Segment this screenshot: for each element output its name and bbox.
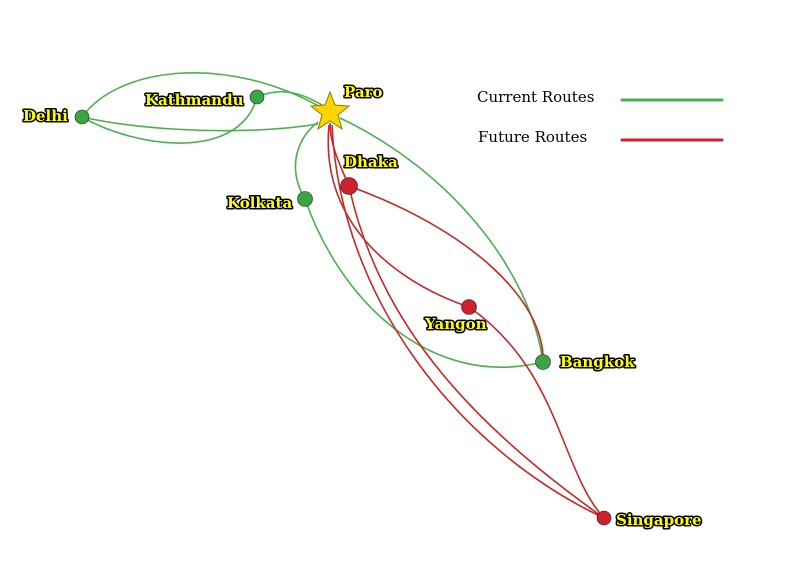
city-labels: Delhi Kathmandu Kolkata Bangkok Dhaka Ya…: [22, 82, 704, 531]
route-delhi-kathmandu: [81, 96, 258, 144]
legend-future-label: Future Routes: [478, 128, 587, 146]
hub-star-icon[interactable]: [309, 90, 351, 131]
city-markers: [74, 89, 612, 526]
label-singapore: Singapore: [616, 511, 702, 529]
route-yangon-paro: [327, 124, 470, 308]
marker-delhi[interactable]: [74, 109, 90, 125]
label-dhaka: Dhaka: [344, 153, 398, 171]
label-bangkok: Bangkok: [560, 353, 635, 371]
future-routes: [327, 122, 605, 519]
marker-singapore[interactable]: [596, 510, 612, 526]
marker-kolkata[interactable]: [297, 191, 313, 207]
route-dhaka-singapore: [348, 185, 605, 519]
label-kathmandu: Kathmandu: [145, 91, 244, 109]
label-delhi: Delhi: [23, 107, 68, 125]
marker-kathmandu[interactable]: [249, 89, 265, 105]
route-bangkok-paro: [339, 117, 544, 363]
label-yangon: Yangon: [424, 315, 487, 333]
label-paro: Paro: [344, 83, 383, 101]
route-singapore-paro: [331, 124, 605, 519]
route-delhi-paro-upper: [81, 72, 323, 118]
label-kolkata: Kolkata: [227, 194, 292, 212]
marker-yangon[interactable]: [461, 299, 477, 315]
route-delhi-paro-lower: [81, 116, 319, 132]
route-dhaka-bangkok: [348, 185, 544, 363]
route-kolkata-paro: [294, 121, 319, 200]
marker-bangkok[interactable]: [535, 354, 551, 370]
legend: Current Routes Future Routes: [477, 88, 724, 146]
marker-dhaka[interactable]: [340, 177, 358, 195]
route-yangon-singapore: [468, 306, 605, 519]
legend-current-label: Current Routes: [477, 88, 594, 106]
